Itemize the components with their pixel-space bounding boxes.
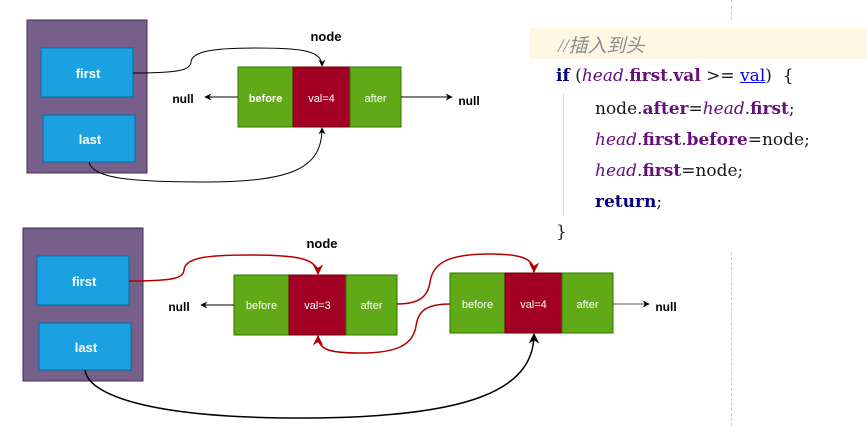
code-token-static: head bbox=[595, 130, 638, 150]
editor-guide-line bbox=[731, 0, 732, 20]
code-line-first: head.first=node; bbox=[595, 161, 743, 181]
node-after-cell bbox=[561, 272, 614, 334]
indent-guide bbox=[563, 94, 564, 216]
code-token-kw: return bbox=[595, 192, 657, 212]
code-token-static: head bbox=[595, 161, 638, 181]
head-field-first-label: first bbox=[72, 274, 97, 289]
first-to-new-node-link bbox=[128, 254, 324, 282]
node-val-cell bbox=[288, 274, 347, 336]
old-before-to-new-node-link bbox=[312, 303, 451, 354]
code-token-plain: ) { bbox=[765, 66, 794, 86]
node-after-label: after bbox=[364, 93, 386, 105]
code-token-field: first bbox=[642, 130, 682, 150]
code-token-field: first bbox=[750, 99, 789, 119]
head-field-first-label: first bbox=[76, 66, 101, 81]
node-val-cell bbox=[292, 66, 351, 128]
code-token-plain: } bbox=[556, 222, 567, 242]
top-diagram: first last node before val=4 after null … bbox=[26, 19, 480, 183]
code-line-close-brace: } bbox=[556, 222, 567, 242]
node-label: node bbox=[310, 29, 341, 44]
code-token-field: after bbox=[642, 99, 689, 119]
null-left-label: null bbox=[168, 300, 189, 314]
code-token-field: val bbox=[673, 66, 701, 86]
code-token-field: first bbox=[629, 66, 669, 86]
last-to-node-link bbox=[88, 127, 326, 183]
node-val-label: val=4 bbox=[520, 299, 547, 311]
head-field-last-label: last bbox=[79, 132, 102, 147]
list-node: before val=4 after bbox=[237, 66, 402, 128]
code-token-plain: . bbox=[637, 130, 643, 150]
null-right-label: null bbox=[458, 94, 479, 108]
code-token-plain: ; bbox=[656, 192, 663, 212]
head-field-last: last bbox=[38, 322, 132, 371]
code-line-return: return; bbox=[595, 192, 662, 212]
node-val-label: val=3 bbox=[304, 300, 331, 312]
code-line-after: node.after=head.first; bbox=[595, 99, 795, 119]
code-token-plain: node. bbox=[595, 99, 643, 119]
code-token-plain: . bbox=[623, 66, 630, 86]
code-token-plain: =node; bbox=[681, 161, 744, 181]
first-to-node-link bbox=[132, 47, 326, 74]
last-to-old-node-link bbox=[84, 332, 540, 419]
code-token-plain: = bbox=[688, 99, 703, 119]
code-token-plain: . bbox=[637, 161, 643, 181]
head-field-last: last bbox=[42, 114, 136, 163]
node-label: node bbox=[306, 236, 337, 251]
node-after-label: after bbox=[360, 300, 382, 312]
node-before-label: before bbox=[246, 300, 277, 312]
code-token-kw: if bbox=[556, 66, 570, 86]
code-token-plain: =node; bbox=[747, 130, 810, 150]
code-line-before: head.first.before=node; bbox=[595, 130, 810, 150]
head-field-first: first bbox=[36, 255, 130, 306]
null-left-label: null bbox=[172, 92, 193, 106]
code-line-if: if (head.first.val >= val) { bbox=[556, 66, 794, 86]
code-token-field: first bbox=[642, 161, 682, 181]
head-field-last-label: last bbox=[75, 340, 98, 355]
bottom-diagram: first last node before val=3 after befor… bbox=[22, 227, 677, 419]
new-list-node: before val=3 after bbox=[233, 274, 398, 336]
node-after-label: after bbox=[576, 299, 598, 311]
code-token-plain: ( bbox=[569, 66, 582, 86]
head-field-first: first bbox=[40, 47, 134, 98]
highlighted-line bbox=[530, 28, 867, 59]
code-token-plain: >= bbox=[700, 66, 741, 86]
code-token-plain: . bbox=[744, 99, 751, 119]
new-after-to-old-node-link bbox=[396, 253, 540, 305]
node-val-label: val=4 bbox=[308, 93, 335, 105]
node-after-cell bbox=[349, 66, 402, 128]
null-right-label: null bbox=[655, 300, 676, 314]
code-token-field: before bbox=[686, 130, 748, 150]
code-token-plain: . bbox=[681, 130, 687, 150]
code-token-plain: ; bbox=[788, 99, 795, 119]
code-comment: //插入到头 bbox=[558, 36, 645, 57]
editor-guide-line bbox=[731, 252, 732, 426]
node-after-cell bbox=[345, 274, 398, 336]
node-before-cell bbox=[449, 272, 506, 334]
old-list-node: before val=4 after bbox=[449, 272, 614, 334]
code-snippet: //插入到头 if (head.first.val >= val) { node… bbox=[530, 0, 867, 426]
code-token-static: head bbox=[702, 99, 745, 119]
code-token-plain: . bbox=[668, 66, 674, 86]
node-before-label: before bbox=[462, 299, 493, 311]
node-before-label: before bbox=[249, 93, 283, 105]
code-token-static: head bbox=[581, 66, 624, 86]
code-token-param: val bbox=[740, 66, 766, 86]
